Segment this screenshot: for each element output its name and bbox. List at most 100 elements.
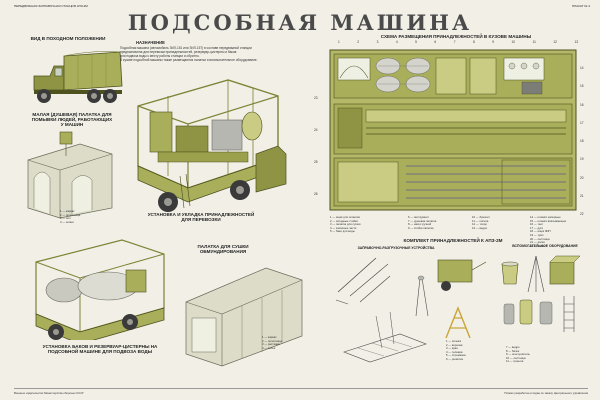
callout-number: 21 bbox=[580, 193, 584, 198]
callout-number: 19 bbox=[580, 157, 584, 162]
header-right-text: ПЛАКАТ № 4 bbox=[571, 4, 590, 8]
poster-title: ПОДСОБНАЯ МАШИНА bbox=[127, 10, 473, 35]
callout-number: 26 bbox=[314, 192, 318, 196]
legend-item: 21 — доски bbox=[530, 240, 545, 245]
footer-bar: Военное издательство Министерства оборон… bbox=[14, 388, 588, 398]
legend-item: 1 — каркас bbox=[262, 335, 277, 339]
callout-number: 4 bbox=[395, 40, 398, 44]
drying-tent-drawing bbox=[185, 267, 303, 367]
body-layout-schematic bbox=[329, 49, 577, 211]
legend-item: 2 — воронка bbox=[446, 342, 463, 347]
legend-item: 3 — растяжки bbox=[262, 342, 280, 347]
road-view-title: ВИД В ПОХОДНОМ ПОЛОЖЕНИИ bbox=[30, 36, 106, 41]
callout-number: 8 bbox=[472, 40, 475, 44]
body-layout-title: СХЕМА РАЗМЕЩЕНИЯ ПРИНАДЛЕЖНОСТЕЙ В КУЗОВ… bbox=[380, 34, 532, 39]
callout-number: 2 bbox=[357, 40, 360, 44]
tanks-install-title: УСТАНОВКА БАКОВ И РЕЗЕРВУАР-ЦИСТЕРНЫ НА … bbox=[42, 344, 158, 354]
kit-right-legend: 7 — ведро 8 — бачок 9 — огнетушитель 10 … bbox=[506, 345, 566, 364]
legend-item: 15 — шланги всасывающие bbox=[530, 218, 567, 223]
kit-left-legend: 1 — штанга 2 — воронка 3 — кран 4 — теле… bbox=[446, 339, 494, 362]
legend-item: 9 — стойки палатки bbox=[408, 225, 434, 230]
callout-number: 17 bbox=[580, 120, 584, 125]
install-equipment-title: УСТАНОВКА И УКЛАДКА ПРИНАДЛЕЖНОСТЕЙ ДЛЯ … bbox=[147, 212, 255, 222]
purpose-text: Подсобная машина (автомобиль ЗИЛ-151 или… bbox=[120, 46, 290, 62]
legend-item: 4 — колья bbox=[262, 345, 276, 350]
footer-right-text: Плакат разработан и издан по заказу Цент… bbox=[504, 391, 588, 395]
legend-item: 6 — инструмент bbox=[408, 215, 429, 219]
callouts-top: 1 2 3 4 5 6 7 8 9 10 11 12 13 bbox=[338, 40, 578, 44]
callout-number: 25 bbox=[314, 160, 318, 164]
callout-number: 22 bbox=[580, 212, 584, 216]
purpose-line: для подвоза воды к месту работы станции … bbox=[120, 54, 200, 58]
legend-item: 4 — тележка bbox=[446, 349, 463, 354]
body-legend-col2: 6 — инструмент 7 — душевая палатка 8 — н… bbox=[408, 215, 488, 230]
equipment-truck-drawing bbox=[137, 79, 287, 212]
legend-item: 17 — дуги bbox=[530, 225, 544, 230]
legend-item: 8 — насос ручной bbox=[408, 222, 432, 227]
legend-item: 1 — штанга bbox=[446, 339, 462, 343]
legend-item: 11 — тренога bbox=[506, 359, 524, 364]
purpose-line: Подсобная машина (автомобиль ЗИЛ-151 или… bbox=[120, 46, 252, 50]
legend-item: 4 — запасные части bbox=[330, 225, 357, 230]
callout-number: 13 bbox=[574, 40, 578, 44]
callout-number: 11 bbox=[532, 40, 536, 44]
legend-item: 3 — кран bbox=[446, 346, 458, 351]
header-left-text: ПЕРЕДВИЖНАЯ ЗАПРАВОЧНАЯ СТАНЦИЯ АПЗ-2М bbox=[14, 4, 88, 8]
callout-number: 12 bbox=[553, 40, 557, 44]
legend-item: 22 — колья bbox=[530, 243, 545, 248]
body-legend-col1: 1 — ящик для шлангов 2 — складные стойки… bbox=[330, 215, 410, 234]
body-legend-col4: 14 — шланги напорные 15 — шланги всасыва… bbox=[530, 215, 594, 248]
legend-item: 1 — каркас bbox=[60, 209, 75, 213]
purpose-line: предназначена для перевозки принадлежнос… bbox=[120, 50, 237, 54]
callout-number: 23 bbox=[314, 96, 318, 100]
legend-item: 11 — лопата bbox=[472, 218, 489, 223]
legend-item: 8 — бачок bbox=[506, 348, 520, 353]
legend-item: 4 — шланг bbox=[60, 219, 74, 224]
callout-number: 18 bbox=[580, 139, 584, 143]
callout-number: 9 bbox=[492, 40, 495, 44]
legend-item: 13 — ведро bbox=[472, 225, 488, 230]
callout-number: 6 bbox=[434, 40, 437, 44]
tanks-truck-drawing bbox=[35, 239, 165, 340]
footer-left-text: Военное издательство Министерства оборон… bbox=[14, 391, 84, 395]
legend-item: 5 — баки для воды bbox=[330, 229, 355, 234]
callout-number: 16 bbox=[580, 102, 584, 107]
callout-number: 20 bbox=[580, 175, 584, 180]
legend-item: 7 — ведро bbox=[506, 345, 520, 349]
legend-item: 5 — стремянка bbox=[446, 353, 466, 358]
legend-item: 10 — брезент bbox=[472, 215, 490, 219]
drying-legend: 1 — каркас 2 — полотнище 3 — растяжки 4 … bbox=[262, 335, 320, 350]
callout-number: 15 bbox=[580, 84, 584, 89]
legend-item: 18 — ящик ЗИП bbox=[530, 229, 551, 234]
callouts-left: 23 24 25 26 bbox=[314, 96, 324, 196]
legend-item: 1 — ящик для шлангов bbox=[330, 215, 360, 219]
shower-legend: 1 — каркас 2 — полотнище 3 — пол 4 — шла… bbox=[60, 209, 120, 224]
legend-item: 2 — складные стойки bbox=[330, 218, 358, 223]
callout-number: 24 bbox=[314, 128, 318, 132]
callout-number: 14 bbox=[580, 66, 584, 70]
legend-item: 6 — решётка bbox=[446, 356, 463, 361]
drying-tent-title: ПАЛАТКА ДЛЯ СУШКИ ОБМУНДИРОВАНИЯ bbox=[197, 244, 249, 254]
legend-item: 16 — тент bbox=[530, 222, 544, 227]
kit-left-title: ЗАПРАВОЧНО-РАЗГРУЗОЧНЫЕ УСТРОЙСТВА bbox=[357, 246, 435, 250]
body-legend-col3: 10 — брезент 11 — лопата 12 — топор 13 —… bbox=[472, 215, 532, 230]
legend-item: 19 — трап bbox=[530, 232, 544, 237]
purpose-heading: Назначение bbox=[136, 40, 165, 45]
legend-item: 2 — полотнище bbox=[60, 212, 81, 217]
legend-item: 7 — душевая палатка bbox=[408, 218, 437, 223]
road-view-truck bbox=[33, 51, 123, 103]
callout-number: 5 bbox=[415, 40, 417, 44]
callout-number: 3 bbox=[376, 40, 379, 44]
callout-number: 7 bbox=[453, 40, 456, 44]
legend-item: 2 — полотнище bbox=[262, 338, 283, 343]
kit-right-drawings bbox=[501, 255, 581, 332]
purpose-line: В кузове подсобной машины также размещаю… bbox=[120, 58, 258, 62]
legend-item: 12 — топор bbox=[472, 222, 487, 227]
kit-left-drawings bbox=[335, 257, 487, 363]
legend-item: 10 — лестница bbox=[506, 355, 526, 360]
kit-title: КОМПЛЕКТ ПРИНАДЛЕЖНОСТЕЙ К АПЗ-2М bbox=[403, 238, 503, 243]
legend-item: 3 — палатка для сушки bbox=[330, 222, 361, 227]
legend-item: 9 — огнетушитель bbox=[506, 352, 530, 357]
callouts-right: 14 15 16 17 18 19 20 21 22 bbox=[580, 66, 594, 216]
